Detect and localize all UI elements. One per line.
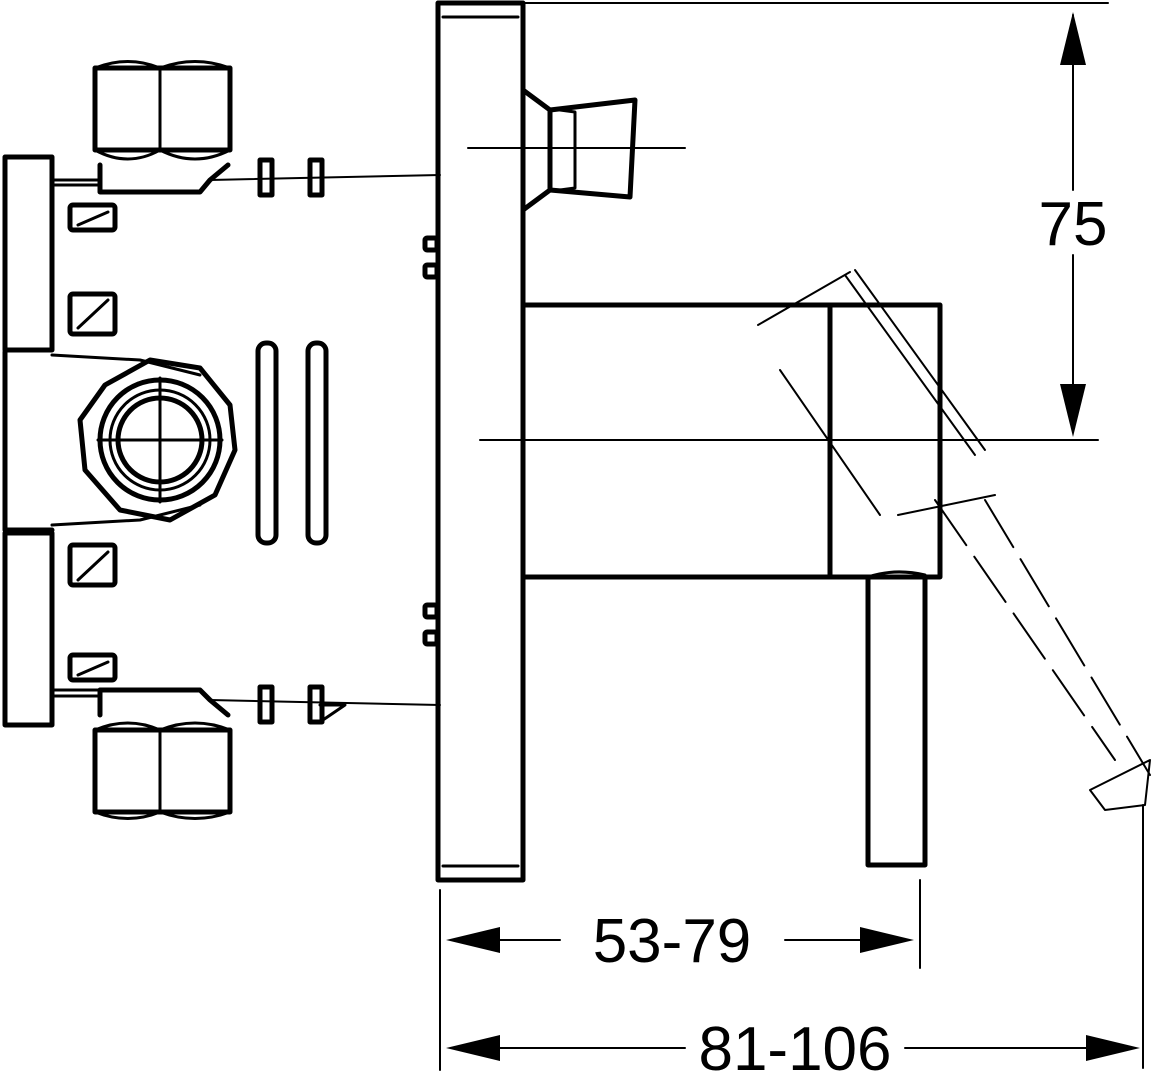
top-bracket: [2, 154, 55, 353]
bottom-bracket: [2, 530, 55, 728]
dimension-label-inner-depth: 53-79: [593, 907, 752, 976]
mixer-body: [479, 302, 1099, 580]
lever-handle: [865, 570, 928, 868]
slot: [67, 652, 118, 683]
central-union-fitting: [77, 357, 238, 523]
cover-plate: [435, 0, 526, 883]
dimension-81-106: 81-106: [446, 804, 1144, 1080]
concealed-valve-body: [2, 60, 441, 820]
dimension-label-height: 75: [1039, 190, 1108, 259]
top-connection-nut: [92, 60, 233, 195]
clip-markers: [257, 157, 440, 725]
vertical-slot: [305, 340, 329, 546]
slot: [67, 291, 118, 337]
dimension-53-79: 53-79: [439, 879, 921, 1071]
slot: [67, 542, 118, 588]
diverter-knob: [467, 87, 686, 213]
slot: [67, 202, 118, 233]
dimension-label-outer-depth: 81-106: [698, 1015, 891, 1080]
dimension-75: 75: [522, 2, 1109, 437]
lever-phantom-position: [757, 269, 1151, 811]
vertical-slot: [255, 340, 279, 546]
bottom-connection-nut: [92, 687, 233, 820]
